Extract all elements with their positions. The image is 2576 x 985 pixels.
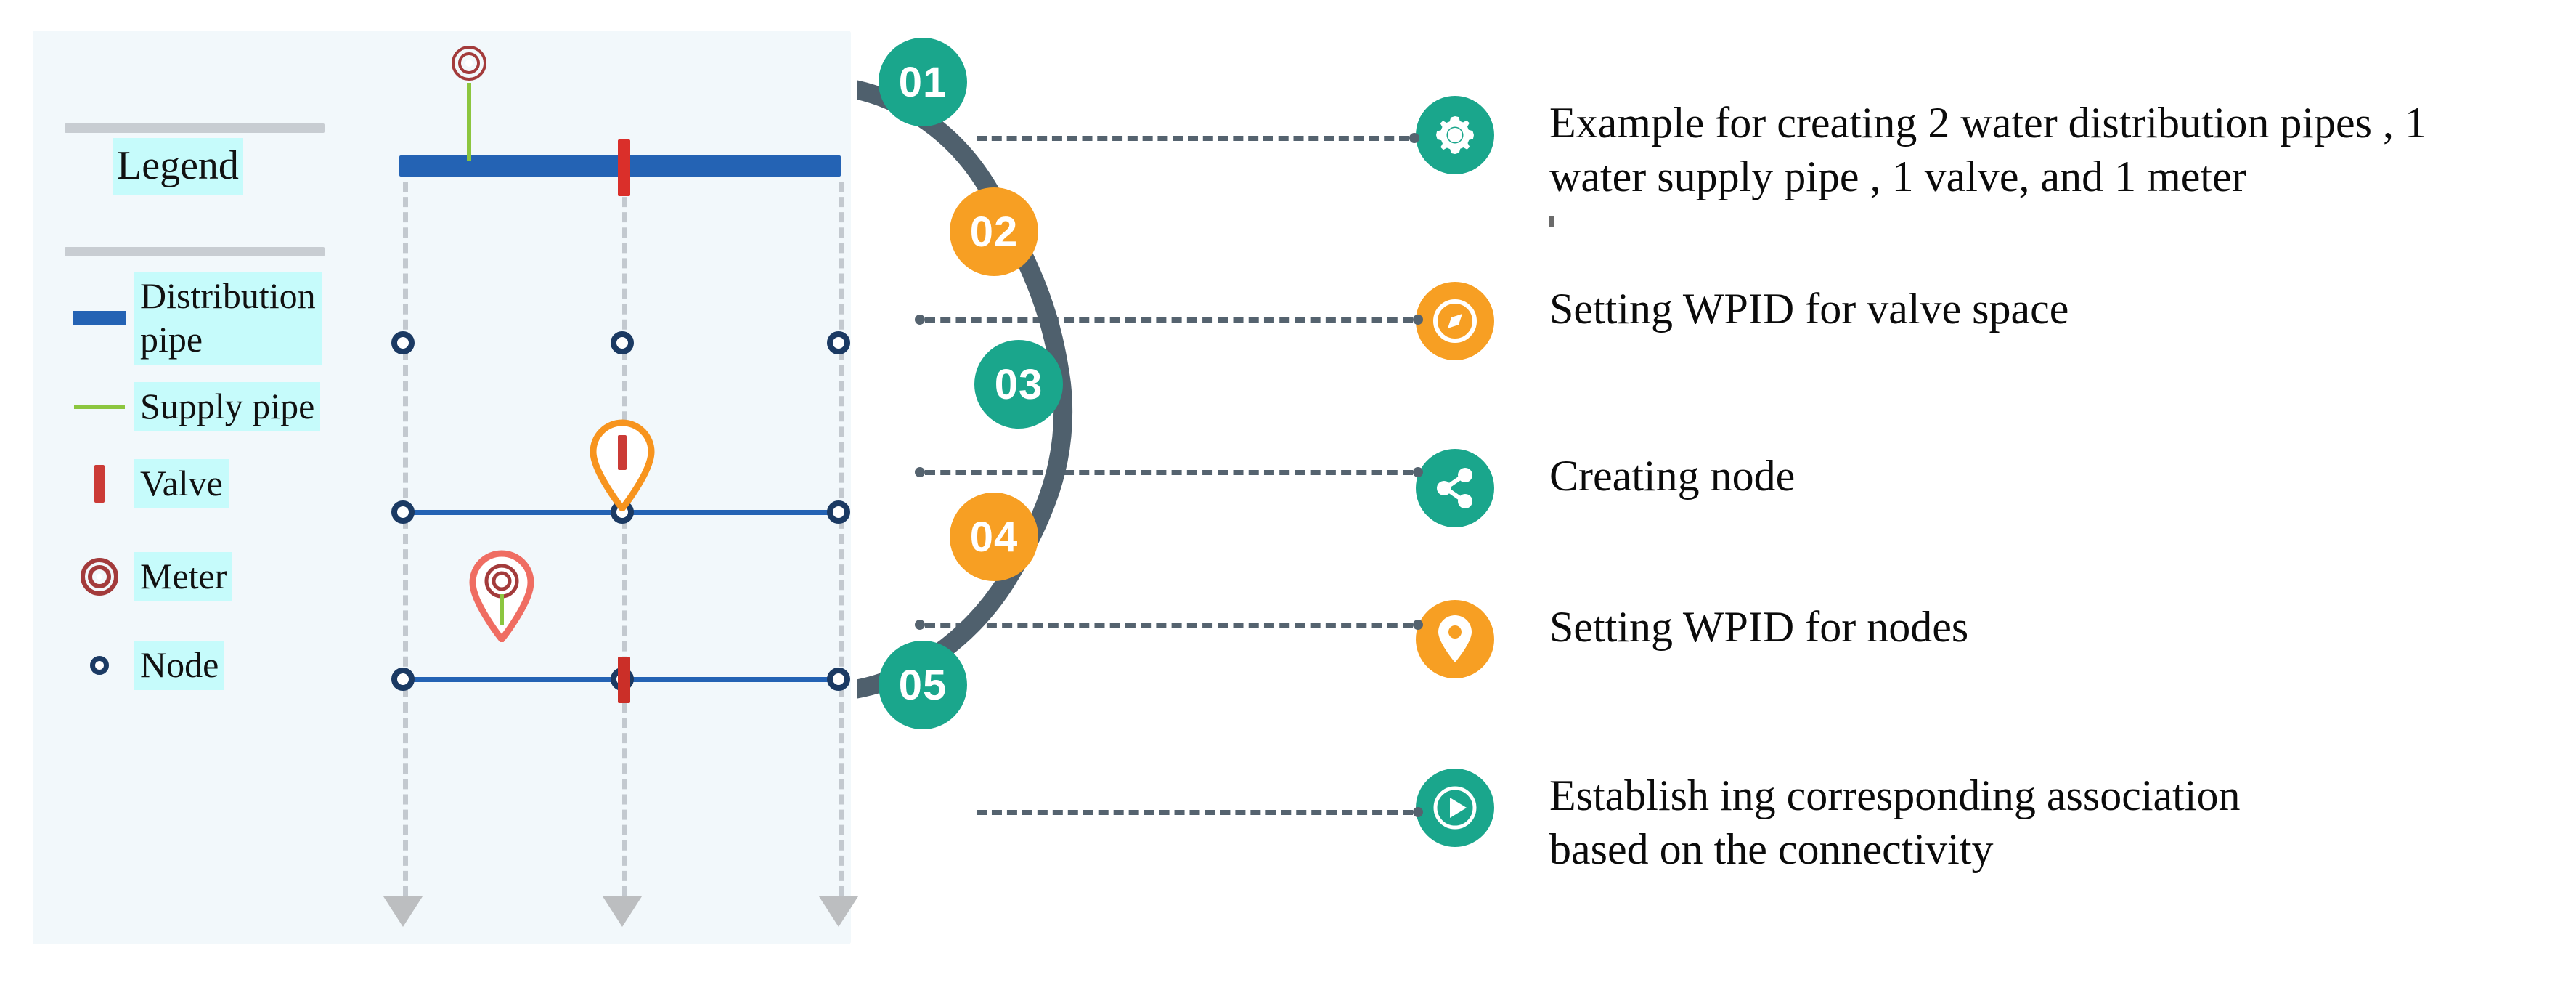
play-circle-icon <box>1416 769 1494 847</box>
list-item-text: Creating node <box>1549 452 1796 500</box>
gear-icon <box>1416 96 1494 174</box>
guide-line-2 <box>622 182 627 896</box>
step-badge-04[interactable]: 04 <box>950 492 1038 581</box>
connector-step-03 <box>915 467 1423 477</box>
flow-arrow-1 <box>383 896 423 927</box>
node-r3c3 <box>827 668 850 691</box>
valve-on-main-pipe <box>618 139 630 196</box>
legend-item-label: Meter <box>134 552 233 601</box>
stray-punctuation-mark <box>1549 216 1554 227</box>
supply-pipe-stem <box>467 83 471 161</box>
connector-step-05 <box>977 807 1423 817</box>
pipe-thin-line-icon <box>65 405 134 409</box>
legend-label-text: Distribution pipe <box>134 272 322 365</box>
node-r2c3 <box>827 500 850 524</box>
connector-step-02 <box>915 315 1423 325</box>
map-pin-icon-valve <box>583 416 661 514</box>
legend-item-node: Node <box>65 641 384 690</box>
flow-arrow-2 <box>603 896 642 927</box>
step-number: 05 <box>898 661 947 709</box>
legend: Legend Distribution pipe Supply pipe <box>33 31 396 830</box>
legend-label-text: Supply pipe <box>134 382 321 431</box>
step-rail: 01 02 03 04 05 <box>857 0 1365 985</box>
legend-item-label: Distribution pipe <box>134 272 322 365</box>
guide-line-1 <box>403 182 408 896</box>
legend-title: Legend <box>113 138 243 195</box>
step-description-list: Example for creating 2 water distributio… <box>1416 0 2576 985</box>
legend-item-valve: Valve <box>65 459 384 508</box>
network-diagram-panel: Legend Distribution pipe Supply pipe <box>33 31 858 944</box>
list-item-02: Setting WPID for valve space <box>1416 282 2068 360</box>
connector-step-01 <box>977 133 1419 143</box>
valve-bar-icon <box>65 465 134 503</box>
legend-label-text: Node <box>134 641 225 690</box>
list-item-01: Example for creating 2 water distributio… <box>1416 96 2426 203</box>
flow-arrow-3 <box>819 896 858 927</box>
list-item-text: Example for creating 2 water distributio… <box>1549 99 2426 200</box>
node-r2c1 <box>391 500 415 524</box>
step-number: 04 <box>969 513 1019 561</box>
list-item-text: Setting WPID for valve space <box>1549 285 2069 333</box>
node-circle-icon <box>65 656 134 675</box>
pipe-network-schematic <box>338 31 858 944</box>
map-pin-icon-meter <box>462 546 541 645</box>
guide-line-3 <box>839 182 844 896</box>
step-badge-02[interactable]: 02 <box>950 187 1038 276</box>
legend-item-supply-pipe: Supply pipe <box>65 382 384 431</box>
legend-item-label: Valve <box>134 459 229 508</box>
map-pin-icon <box>1416 600 1494 678</box>
step-spine-curve <box>857 80 1073 699</box>
legend-item-label: Node <box>134 641 225 690</box>
legend-label-text: Valve <box>134 459 229 508</box>
step-number: 01 <box>898 58 947 106</box>
list-item-text: Establish ing corresponding association … <box>1549 771 2241 873</box>
compass-icon <box>1416 282 1494 360</box>
valve-on-bottom-pipe <box>618 657 630 703</box>
connector-step-04 <box>915 620 1423 630</box>
step-badge-03[interactable]: 03 <box>974 340 1063 429</box>
step-badge-01[interactable]: 01 <box>879 38 967 126</box>
legend-item-label: Supply pipe <box>134 382 321 431</box>
list-item-04: Setting WPID for nodes <box>1416 600 1968 678</box>
step-badge-05[interactable]: 05 <box>879 641 967 729</box>
list-item-03: Creating node <box>1416 449 1795 527</box>
legend-item-meter: Meter <box>65 552 384 601</box>
legend-item-distribution-pipe: Distribution pipe <box>65 272 384 365</box>
meter-target-icon <box>65 556 134 597</box>
node-r1c3 <box>827 331 850 354</box>
list-item-05: Establish ing corresponding association … <box>1416 769 2241 876</box>
legend-divider-bottom <box>65 247 325 256</box>
legend-label-text: Meter <box>134 552 233 601</box>
list-item-text: Setting WPID for nodes <box>1549 603 1969 651</box>
node-r1c2 <box>611 331 634 354</box>
node-r1c1 <box>391 331 415 354</box>
legend-divider-top <box>65 123 325 133</box>
step-number: 02 <box>969 208 1019 256</box>
pipe-thick-bar-icon <box>65 311 134 325</box>
legend-title-text: Legend <box>113 138 243 195</box>
node-r3c1 <box>391 668 415 691</box>
meter-target-icon <box>449 44 489 83</box>
share-node-icon <box>1416 449 1494 527</box>
step-number: 03 <box>994 360 1043 408</box>
